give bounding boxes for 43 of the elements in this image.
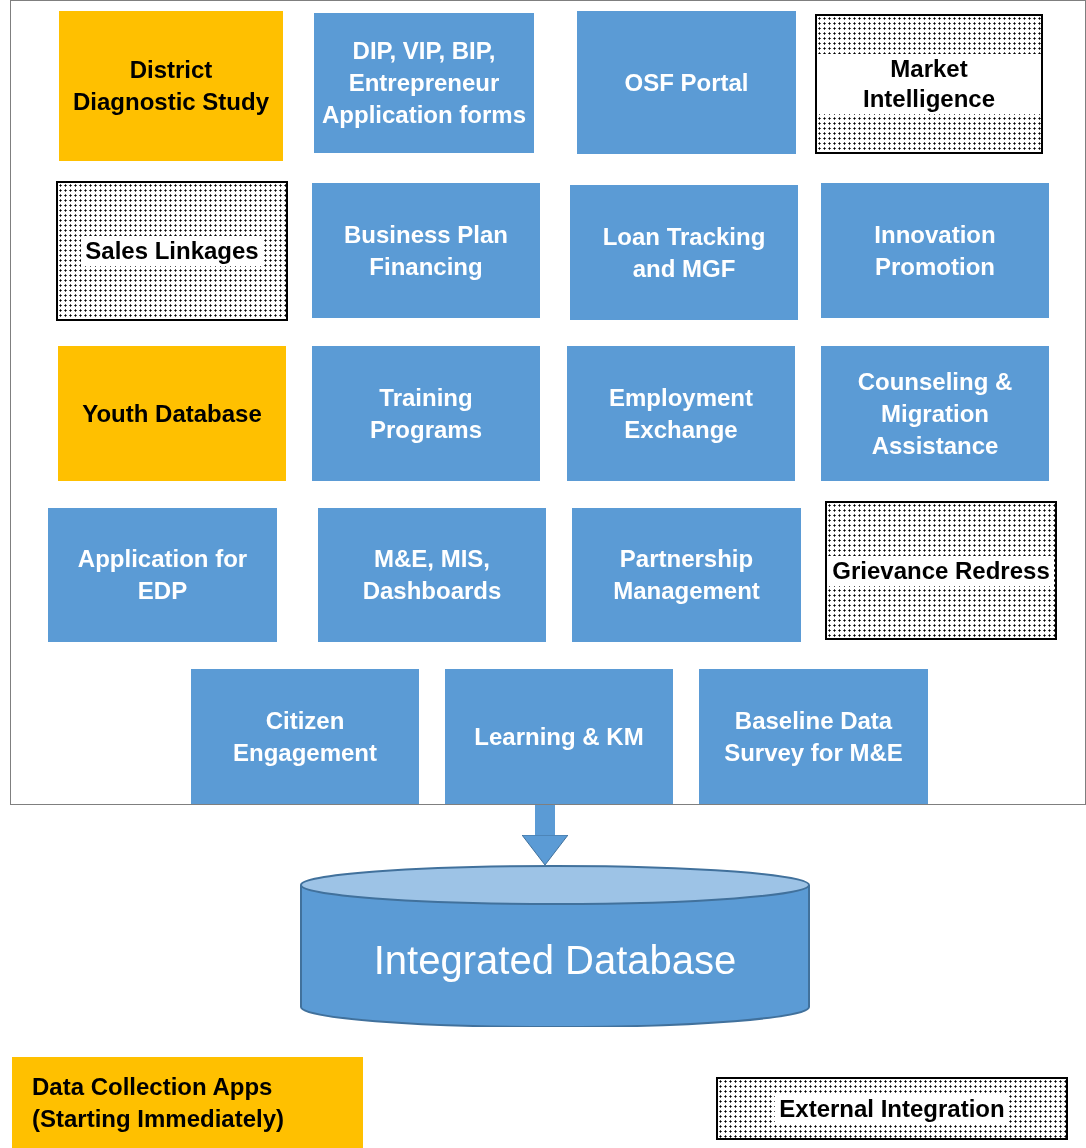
- module-box: [699, 669, 928, 804]
- database-label: Integrated Database: [373, 937, 737, 983]
- box-label: Counseling & Migration Assistance: [856, 366, 1014, 461]
- module-box: [314, 13, 534, 153]
- box-label: Partnership Management: [612, 544, 761, 606]
- box-label: Market Intelligence: [817, 54, 1041, 114]
- module-box: [821, 346, 1049, 481]
- box-label: Loan Tracking and MGF: [601, 221, 767, 284]
- box-label: OSF Portal: [623, 67, 750, 98]
- module-box: [445, 669, 673, 804]
- external-box: [56, 181, 288, 321]
- module-box: [567, 346, 795, 481]
- external-box: [815, 14, 1043, 154]
- module-box: [821, 183, 1049, 318]
- legend-label: External Integration: [775, 1093, 1009, 1124]
- box-label: Grievance Redress: [828, 555, 1054, 586]
- box-label: M&E, MIS, Dashboards: [361, 544, 503, 606]
- box-label: Citizen Engagement: [232, 705, 378, 768]
- module-box: [191, 669, 419, 804]
- module-box: [312, 346, 540, 481]
- box-label: Training Programs: [368, 382, 483, 445]
- module-box: [570, 185, 798, 320]
- app-box: [58, 346, 286, 481]
- module-box: [312, 183, 540, 318]
- box-label: Innovation Promotion: [873, 219, 997, 282]
- box-label: Learning & KM: [473, 721, 645, 752]
- external-box: [825, 501, 1057, 640]
- module-box: [318, 508, 546, 642]
- module-box: [572, 508, 801, 642]
- box-label: Business Plan Financing: [342, 219, 510, 282]
- box-label: Employment Exchange: [608, 382, 754, 445]
- block-arrow: [521, 805, 569, 866]
- box-label: Baseline Data Survey for M&E: [723, 705, 904, 768]
- box-label: DIP, VIP, BIP, Entrepreneur Application forms: [321, 36, 527, 130]
- box-label: District Diagnostic Study: [72, 55, 270, 117]
- app-box: [59, 11, 283, 161]
- module-box: [48, 508, 277, 642]
- legend-label: Data Collection Apps (Starting Immediately): [32, 1071, 286, 1134]
- box-label: Application for EDP: [76, 544, 249, 606]
- box-label: Sales Linkages: [81, 236, 263, 266]
- box-label: Youth Database: [81, 398, 263, 429]
- container-frame: [10, 0, 1086, 805]
- module-box: [577, 11, 796, 154]
